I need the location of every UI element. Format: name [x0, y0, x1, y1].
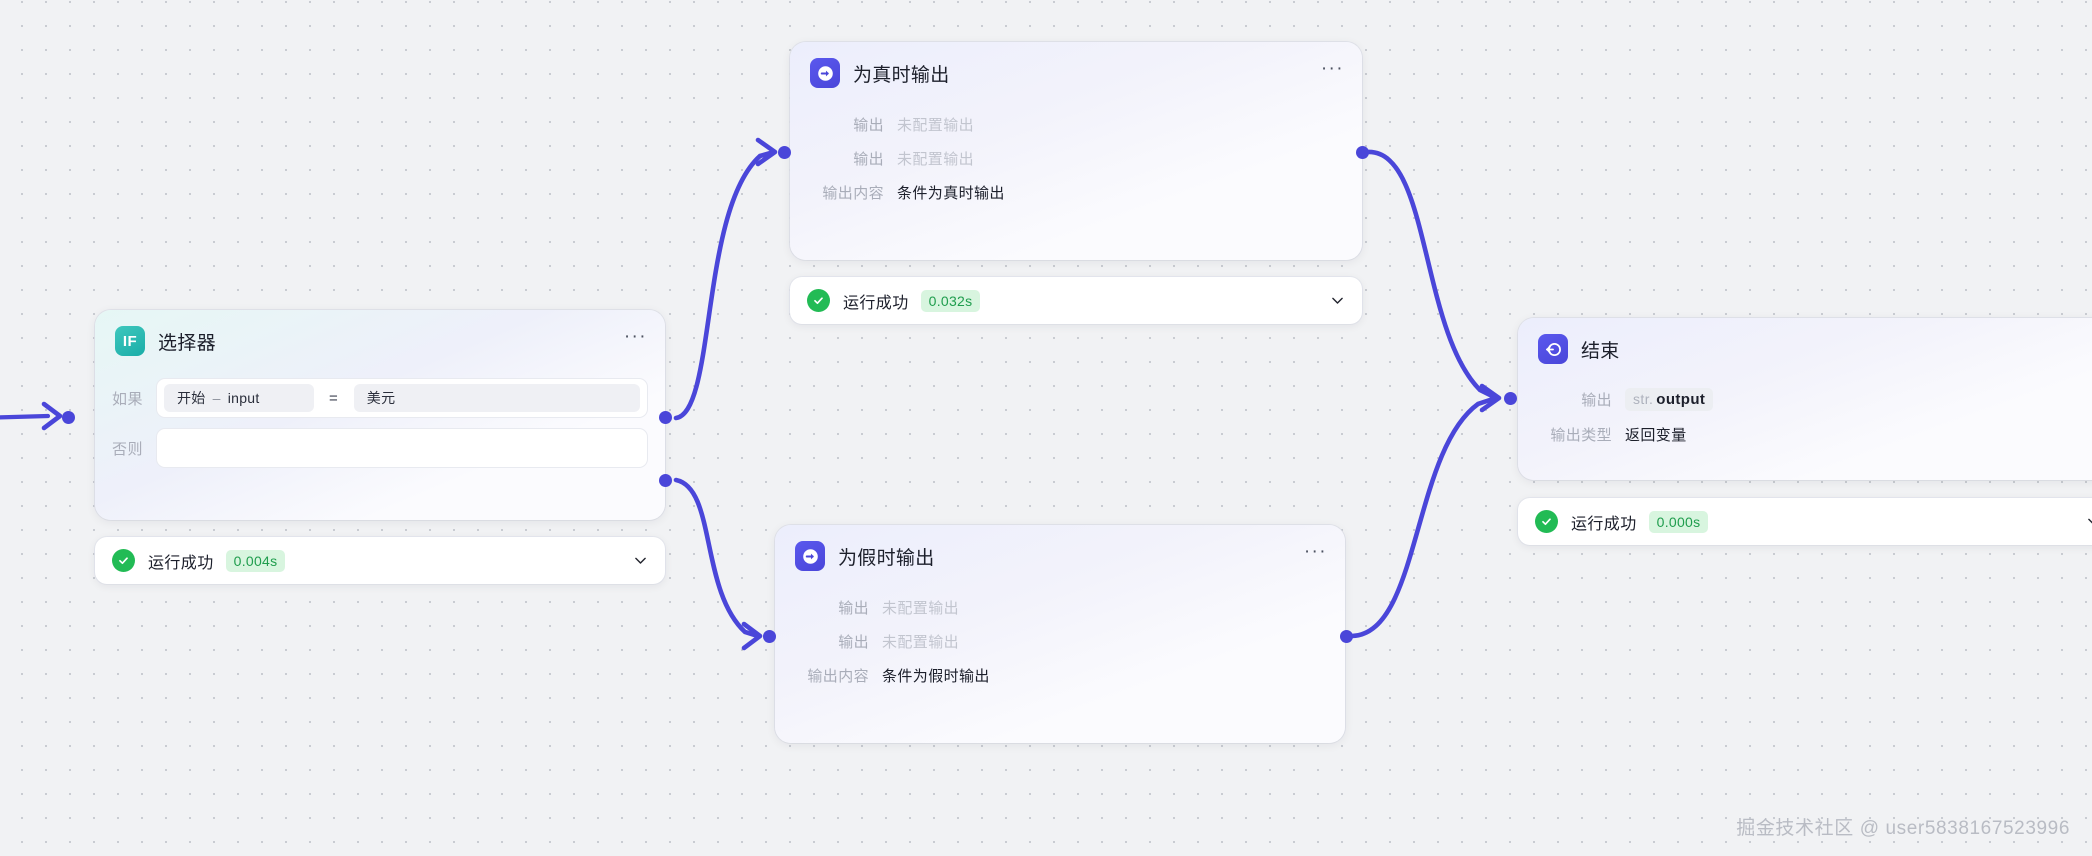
- kv-row: 输出内容 条件为假时输出: [793, 665, 1327, 686]
- status-label: 运行成功: [148, 554, 214, 572]
- false-output-output-port[interactable]: [1340, 630, 1353, 643]
- kv-value: 未配置输出: [882, 600, 960, 617]
- condition-row-else: 否则: [112, 428, 648, 468]
- success-check-icon: [112, 549, 135, 572]
- kv-row: 输出 未配置输出: [793, 597, 1327, 618]
- kv-row: 输出 未配置输出: [808, 114, 1344, 135]
- false-output-header: 为假时输出 ···: [775, 525, 1345, 579]
- if-icon-label: IF: [122, 332, 138, 350]
- true-output-status-bar[interactable]: 运行成功 0.032s: [790, 277, 1362, 324]
- node-false-output[interactable]: 为假时输出 ··· 输出 未配置输出 输出 未配置输出 输出内容 条件为假时输出: [775, 525, 1345, 743]
- end-node-icon: [1538, 334, 1568, 364]
- kv-value: 未配置输出: [897, 151, 975, 168]
- variable-separator: –: [212, 390, 221, 406]
- kv-key: 输出内容: [807, 668, 869, 685]
- kv-key: 输出类型: [1550, 427, 1612, 444]
- kv-key: 输出: [853, 117, 884, 134]
- status-duration: 0.004s: [225, 549, 286, 572]
- kv-value: 未配置输出: [897, 117, 975, 134]
- kv-key: 输出: [838, 634, 869, 651]
- chip-prefix: str.: [1633, 391, 1654, 407]
- variable-pill[interactable]: 开始 – input: [164, 384, 314, 412]
- kv-value: 返回变量: [1625, 427, 1687, 444]
- condition-expression[interactable]: 开始 – input = 美元: [156, 378, 648, 418]
- false-output-title: 为假时输出: [838, 547, 935, 569]
- condition-label: 否则: [112, 440, 144, 458]
- selector-conditions: 如果 开始 – input = 美元 否则: [95, 364, 665, 486]
- false-output-menu-button[interactable]: ···: [1303, 541, 1327, 562]
- node-true-output[interactable]: 为真时输出 ··· 输出 未配置输出 输出 未配置输出 输出内容 条件为真时输出: [790, 42, 1362, 260]
- kv-row: 输出内容 条件为真时输出: [808, 182, 1344, 203]
- end-input-port[interactable]: [1504, 392, 1517, 405]
- true-output-title: 为真时输出: [853, 64, 950, 86]
- selector-input-port[interactable]: [62, 411, 75, 424]
- selector-status-bar[interactable]: 运行成功 0.004s: [95, 537, 665, 584]
- kv-row: 输出 str. output: [1536, 388, 2092, 411]
- watermark: 掘金技术社区 @ user5838167523996: [1736, 818, 2070, 839]
- condition-label: 如果: [112, 390, 144, 408]
- variable-name: input: [227, 390, 260, 406]
- kv-key: 输出内容: [822, 185, 884, 202]
- operator-symbol: =: [329, 389, 338, 407]
- end-status-bar[interactable]: 运行成功 0.000s: [1518, 498, 2092, 545]
- end-title: 结束: [1581, 340, 1620, 362]
- end-rows: 输出 str. output 输出类型 返回变量: [1518, 372, 2092, 463]
- node-end[interactable]: 结束 输出 str. output 输出类型 返回变量: [1518, 318, 2092, 480]
- chevron-down-icon[interactable]: [632, 552, 649, 569]
- node-selector[interactable]: IF 选择器 ··· 如果 开始 – input = 美元: [95, 310, 665, 520]
- edge-selector-false-to-false-node: [673, 477, 763, 651]
- output-variable-chip[interactable]: str. output: [1625, 388, 1714, 411]
- edge-true-node-to-end: [1365, 149, 1502, 413]
- end-header: 结束: [1518, 318, 2092, 372]
- true-output-input-port[interactable]: [778, 146, 791, 159]
- edge-selector-true-to-true-node: [673, 137, 778, 421]
- false-output-input-port[interactable]: [763, 630, 776, 643]
- kv-key: 输出: [1581, 392, 1612, 409]
- kv-row: 输出 未配置输出: [808, 148, 1344, 169]
- chevron-down-icon[interactable]: [2085, 513, 2092, 530]
- variable-source: 开始: [177, 390, 206, 406]
- comparison-value-text: 美元: [366, 390, 396, 406]
- condition-row-if: 如果 开始 – input = 美元: [112, 378, 648, 418]
- selector-true-output-port[interactable]: [659, 411, 672, 424]
- kv-key: 输出: [838, 600, 869, 617]
- status-duration: 0.000s: [1648, 510, 1709, 533]
- chip-value: output: [1656, 391, 1706, 408]
- selector-header: IF 选择器 ···: [95, 310, 665, 364]
- comparison-value[interactable]: 美元: [353, 384, 640, 412]
- condition-expression-empty[interactable]: [156, 428, 648, 468]
- chevron-down-icon[interactable]: [1329, 292, 1346, 309]
- true-output-output-port[interactable]: [1356, 146, 1369, 159]
- selector-menu-button[interactable]: ···: [623, 326, 647, 347]
- selector-false-output-port[interactable]: [659, 474, 672, 487]
- success-check-icon: [807, 289, 830, 312]
- kv-value: 条件为假时输出: [882, 668, 990, 685]
- success-check-icon: [1535, 510, 1558, 533]
- kv-row: 输出类型 返回变量: [1536, 424, 2092, 445]
- edge-incoming-to-selector: [0, 401, 63, 431]
- output-arrow-icon: [795, 541, 825, 571]
- kv-row: 输出 未配置输出: [793, 631, 1327, 652]
- kv-value: 条件为真时输出: [897, 185, 1005, 202]
- status-label: 运行成功: [843, 294, 909, 312]
- true-output-rows: 输出 未配置输出 输出 未配置输出 输出内容 条件为真时输出: [790, 96, 1362, 221]
- edge-false-node-to-end: [1349, 395, 1499, 639]
- kv-value: 未配置输出: [882, 634, 960, 651]
- status-label: 运行成功: [1571, 515, 1637, 533]
- status-duration: 0.032s: [920, 289, 981, 312]
- output-arrow-icon: [810, 58, 840, 88]
- if-icon: IF: [115, 326, 145, 356]
- false-output-rows: 输出 未配置输出 输出 未配置输出 输出内容 条件为假时输出: [775, 579, 1345, 704]
- true-output-header: 为真时输出 ···: [790, 42, 1362, 96]
- selector-title: 选择器: [158, 332, 216, 354]
- kv-key: 输出: [853, 151, 884, 168]
- true-output-menu-button[interactable]: ···: [1320, 58, 1344, 79]
